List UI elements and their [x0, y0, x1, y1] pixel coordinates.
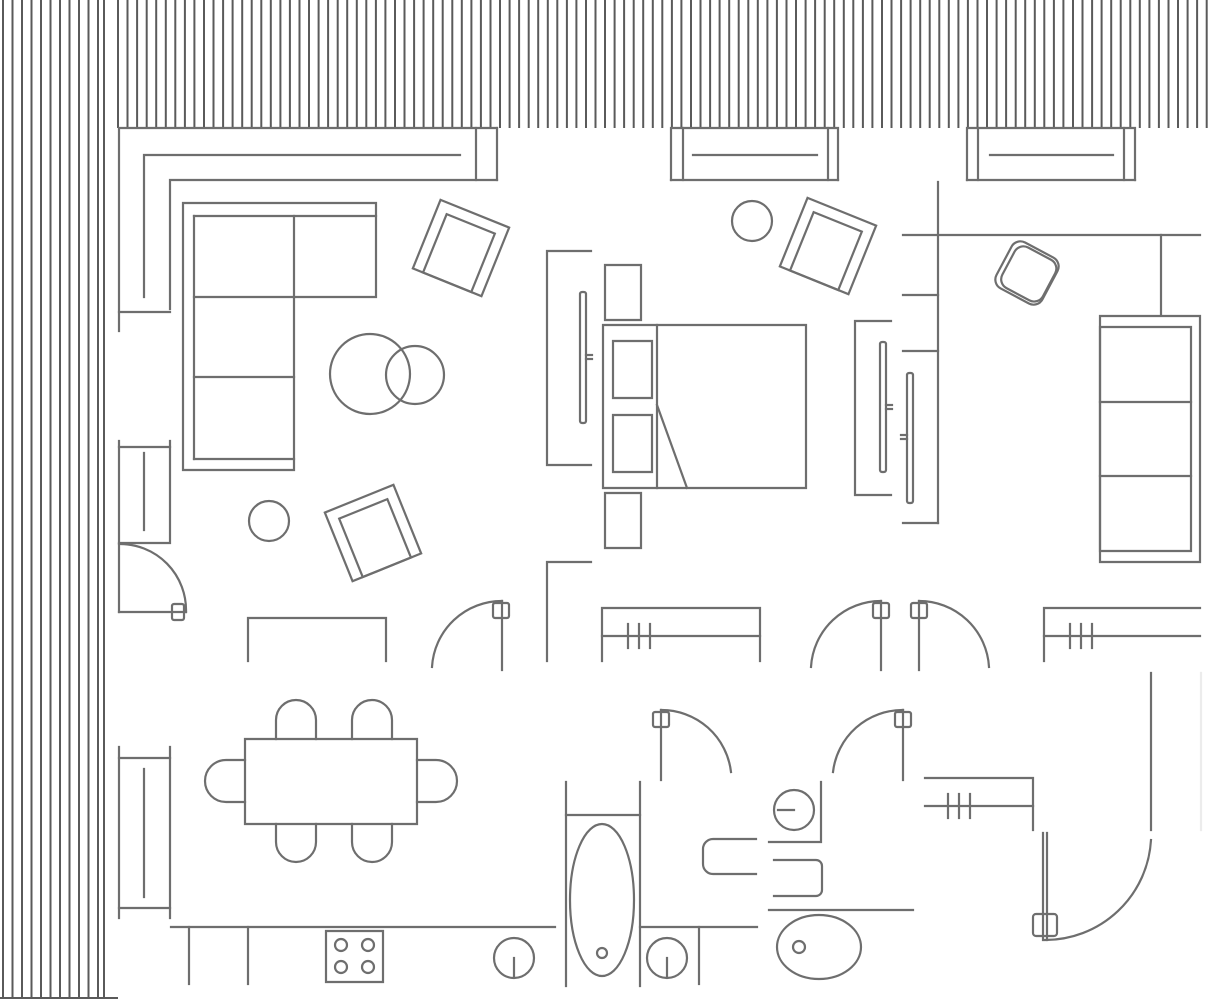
door-study[interactable]	[911, 601, 989, 670]
front-door[interactable]	[1033, 673, 1151, 940]
wc-walls	[769, 782, 913, 910]
cooktop	[326, 931, 383, 982]
l-shaped-bench	[119, 128, 497, 331]
door-living-room[interactable]	[432, 601, 509, 670]
desk-chair	[992, 238, 1062, 308]
wc-basin	[774, 790, 814, 830]
door-terrace[interactable]	[119, 543, 186, 620]
tv-console	[248, 618, 386, 661]
armchair-living-top	[413, 200, 509, 296]
bathtub	[570, 824, 634, 976]
sectional-sofa	[183, 203, 376, 470]
wardrobe-bedroom-right	[855, 321, 892, 495]
terrace-decking-top	[118, 0, 1207, 128]
door-bathroom[interactable]	[653, 710, 731, 780]
dresser-bedroom	[602, 608, 760, 661]
washing-machine	[703, 839, 756, 874]
kitchen-sink	[494, 938, 534, 978]
window-left-upper	[119, 441, 170, 543]
wardrobe-bedroom	[547, 251, 592, 465]
nightstand-bottom	[605, 493, 641, 548]
double-bed	[603, 325, 806, 488]
dresser-study	[1044, 608, 1200, 661]
dining-set	[205, 700, 457, 862]
nightstand-top	[605, 265, 641, 320]
hallway-cabinet	[925, 778, 1033, 830]
terrace-decking-left	[3, 0, 98, 998]
bedroom-side-table	[732, 201, 772, 241]
window-study	[967, 128, 1135, 180]
armchair-bedroom	[780, 198, 876, 294]
door-wc[interactable]	[833, 710, 911, 780]
kitchen-counter	[171, 927, 555, 984]
coffee-tables	[330, 334, 444, 414]
bathroom-sink	[647, 938, 687, 978]
bedroom-wall	[547, 562, 591, 661]
bathroom-walls	[566, 782, 757, 986]
window-left-lower	[119, 747, 170, 918]
wardrobe-study	[901, 373, 913, 503]
toilet	[774, 860, 861, 979]
window-bedroom	[671, 128, 838, 180]
door-bedroom[interactable]	[811, 601, 889, 670]
sofa-study	[1100, 316, 1200, 562]
armchair-living-bottom	[325, 485, 421, 581]
study-walls	[903, 182, 1200, 523]
side-table	[249, 501, 289, 541]
